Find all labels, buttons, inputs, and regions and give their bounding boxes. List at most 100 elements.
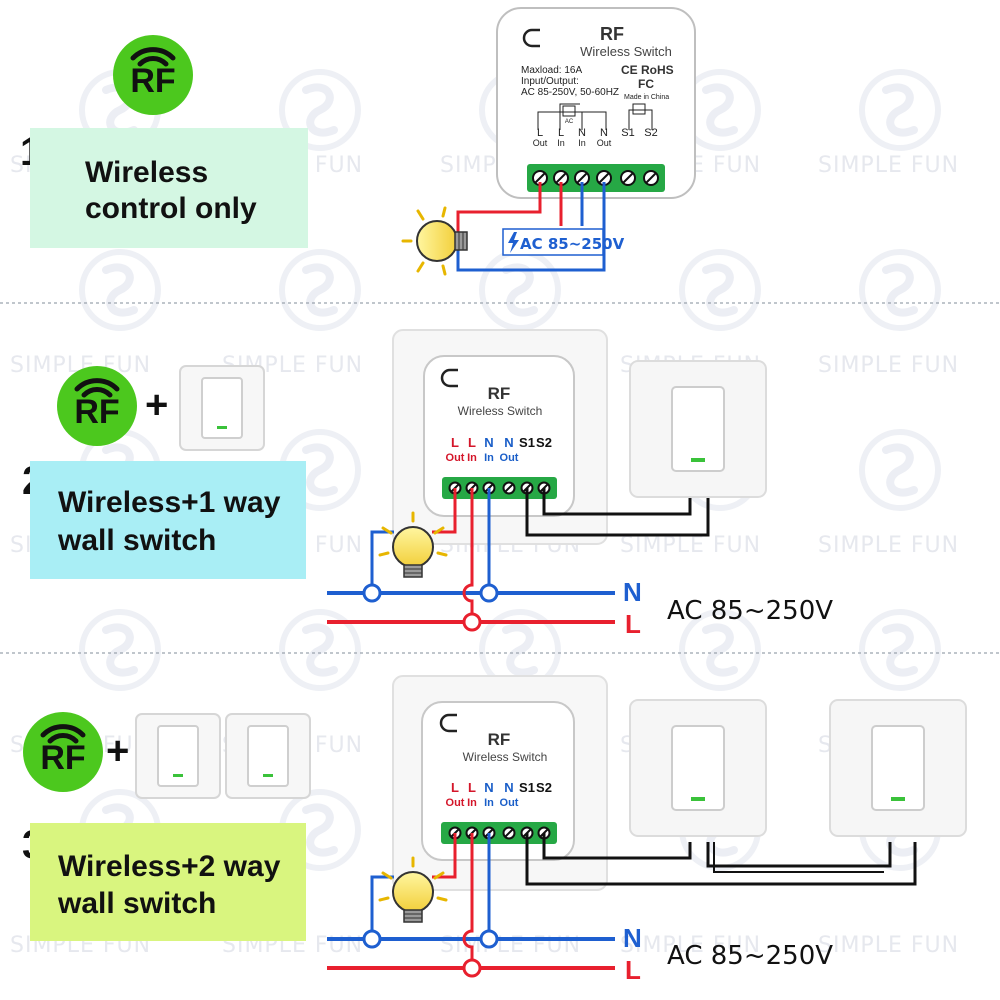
terminal-label: L [451,780,459,795]
module-fc: FC [638,77,654,91]
rf-badge-label: RF [74,393,119,431]
rf-badge: RF [23,712,103,792]
module-title: RF [488,730,511,749]
wall-switch-icon [225,713,311,799]
watermark-text: SIMPLE FUN [620,533,761,558]
terminal-label: N [504,780,513,795]
module-title: RF [488,384,511,403]
terminal-sublabel: In [467,452,477,464]
rf-module: RF Wireless Switch Maxload: 16A Input/Ou… [496,7,696,199]
caption-panel [30,461,306,579]
terminal-label: L [468,435,476,450]
watermark-text: SIMPLE FUN [818,933,959,958]
antenna-icon [439,713,457,733]
terminal-sublabel: Out [446,452,465,464]
watermark-logo [862,72,938,148]
section-3: RF + 3 Wireless+2 way wall switch RF Wir… [22,675,967,985]
terminal-sublabel: In [557,138,565,148]
caption-panel [30,823,306,941]
terminal-label: S2 [536,780,552,795]
relay-label: AC [565,119,574,125]
wall-switch-icon [179,365,265,451]
watermark-text: SIMPLE FUN [818,153,959,178]
junction-dot [479,583,499,603]
terminal-screw [502,481,516,495]
caption-panel [30,128,308,248]
watermark-logo [82,612,158,688]
watermark-text: SIMPLE FUN [818,533,959,558]
voltage-label: AC 85~250V [667,596,833,626]
watermark-text: SIMPLE FUN [440,933,581,958]
terminal-screw [620,170,636,186]
terminal-label: L [468,780,476,795]
wifi-icon [40,724,86,738]
module-made-in: Made in China [624,94,669,101]
supply-badge-label: AC 85~250V [520,235,625,253]
terminal-sublabel: Out [500,452,519,464]
section-caption-line2: wall switch [57,524,216,557]
junction-dot [462,612,482,632]
module-subtitle: Wireless Switch [580,44,672,59]
junction-dot [362,583,382,603]
plus-sign: + [106,729,129,773]
terminal-screw [643,170,659,186]
neutral-label: N [623,923,642,953]
module-io-label: Input/Output: [521,76,579,87]
watermark-logo [82,252,158,328]
terminal-label: L [537,127,543,139]
supply-badge: AC 85~250V [502,228,625,256]
wires-section-3 [370,833,917,968]
rf-badge-label: RF [130,62,175,100]
rf-badge-label: RF [40,739,85,777]
terminal-sublabel: In [467,797,477,809]
module-maxload: Maxload: 16A [521,65,582,76]
watermark-logo [282,252,358,328]
terminal-sublabel: In [484,797,494,809]
terminal-label: S1 [621,127,634,139]
terminal-label: S2 [644,127,657,139]
terminal-label: N [484,435,493,450]
watermark-logo [682,252,758,328]
module-io-value: AC 85-250V, 50-60HZ [521,87,619,98]
watermark-logo [482,252,558,328]
terminal-sublabel: In [578,138,586,148]
terminal-label: S1 [519,435,535,450]
module-subtitle: Wireless Switch [463,750,548,764]
wall-switch-icon [135,713,221,799]
antenna-icon [440,368,458,388]
module-title: RF [600,24,624,44]
terminal-screw [596,170,612,186]
terminal-label: N [578,127,586,139]
neutral-label: N [623,577,642,607]
section-1: RF 1 Wireless control only RF Wireless S… [20,7,696,276]
section-caption-line2: wall switch [57,887,216,920]
junction-dot [362,929,382,949]
wires-section-1 [456,182,606,272]
wifi-icon [74,378,120,392]
terminal-sublabel: In [484,452,494,464]
junction-dot [479,929,499,949]
junction-dot [462,958,482,978]
terminal-sublabel: Out [533,138,548,148]
module-ce-rohs: CE RoHS [621,63,674,77]
internal-circuit [537,103,653,130]
terminal-label: N [504,435,513,450]
module-subtitle: Wireless Switch [458,404,543,418]
section-2: RF + 2 Wireless+1 way wall switch RF Wir… [22,329,833,639]
wifi-icon [130,47,176,61]
terminal-label: S1 [519,780,535,795]
terminal-label: S2 [536,435,552,450]
terminal-screw [502,826,516,840]
antenna-icon [522,28,540,48]
terminal-sublabel: Out [500,797,519,809]
rf-badge: RF [57,366,137,446]
live-label: L [625,609,641,639]
terminal-label: L [451,435,459,450]
watermark-logo [862,432,938,508]
terminal-screw [532,170,548,186]
lightning-icon [508,232,519,253]
